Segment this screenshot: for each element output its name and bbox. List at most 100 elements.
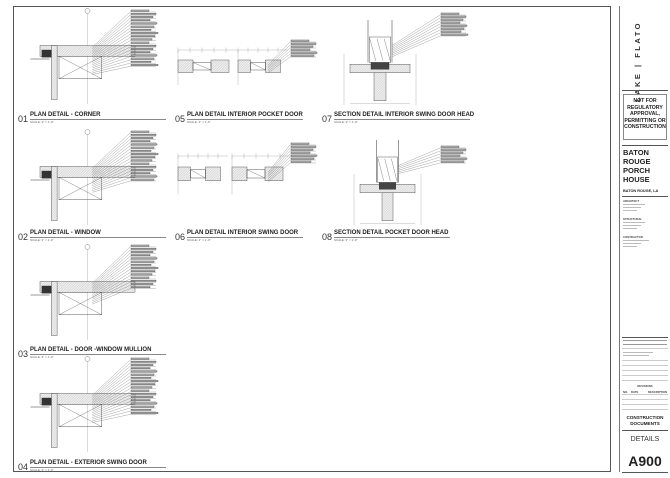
leader-line [92,142,131,174]
leader-line [92,395,131,414]
detail-title-04: 04 PLAN DETAIL - EXTERIOR SWING DOOR SCA… [18,460,168,474]
hatch-line [76,45,88,57]
hatch-line [51,188,58,195]
title-rule [30,467,166,468]
drawing-rect [58,292,102,315]
hatch-line [39,281,46,287]
rev-col-description: DESCRIPTION [648,390,668,394]
leader-line [92,404,131,418]
note-text [130,133,157,136]
note-text [130,25,155,28]
hatch-line [51,183,58,190]
hatch-line [51,205,58,212]
leader-line [267,150,291,176]
hatch-line [81,45,93,57]
grid-bubble [84,356,91,362]
hatch-line [231,166,238,173]
hatch-line [106,393,118,405]
text-line [623,207,641,208]
divider [622,365,668,366]
title-rule [30,237,166,238]
hatch-line [373,75,387,88]
hatch-line [101,166,113,178]
grid-bubble [84,129,91,135]
leader-line [267,144,291,173]
hatch-line [215,59,229,73]
hatch-line [51,290,58,297]
hatch-line [106,45,118,57]
note-text [130,140,151,143]
hatch-line [281,178,284,181]
note-text [440,160,465,163]
hatch-area [177,59,194,73]
drawing-rect [58,56,102,79]
text-line [623,225,641,226]
title-rule [30,354,166,355]
hatch-line [228,71,230,73]
drawing-rect [190,169,206,179]
hatch-line [264,166,271,173]
note-text [440,148,467,151]
leader-line [398,156,441,171]
hatch-line [51,415,58,422]
hatch-line [211,171,221,181]
leader-line [391,29,441,54]
hatch-line [265,59,269,63]
hatch-line [51,203,58,210]
hatch-line [375,90,387,101]
frame-section [41,397,52,406]
note-text [130,367,151,370]
hatch-line [180,59,194,73]
leader-line [92,256,131,289]
hatch-line [51,402,58,409]
leader-line [92,171,131,188]
hatch-line [54,97,58,100]
hatch-line [134,291,136,293]
note-text [440,18,464,21]
detail-scale: SCALE: 3" = 1'-0" [30,120,54,124]
hatch-line [51,62,58,69]
grid-bubble [84,8,91,14]
hatch-line [245,67,251,73]
hatch-line [273,171,284,181]
detail-number: 05 [175,114,186,124]
hatch-line [101,45,113,57]
sheet-title: DETAILS [630,436,660,443]
note-text [290,39,310,42]
leader-line [398,150,441,168]
leader-line [92,382,131,407]
note-text [130,61,152,63]
hatch-line [386,214,394,221]
note-text [130,172,151,175]
hatch-line [51,168,58,175]
text-line [623,210,637,211]
note-text [130,264,152,266]
hatch-area [205,166,221,181]
hatch-line [84,166,96,178]
hatch-line [51,208,58,215]
hatch-line [181,171,191,181]
hatch-line [79,45,91,57]
title-rule [334,237,450,238]
hatch-line [52,330,58,336]
hatch-line [223,66,230,73]
note-text [440,27,465,30]
drawing-line [192,62,212,71]
note-text [130,19,151,22]
hatch-line [51,180,58,187]
text-line [623,243,641,244]
leader-line [92,414,131,423]
leader-line [92,177,131,191]
frame-section [379,182,396,190]
detail-name: PLAN DETAIL - DOOR -WINDOW MULLION [30,347,152,353]
leader-line [92,145,131,175]
hatch-line [265,59,279,73]
hatch-line [177,166,181,170]
drawing-line [384,38,391,61]
revisions-label: REVISIONS [637,384,653,388]
hatch-line [51,64,58,71]
hatch-line [391,219,394,221]
note-text [290,48,311,51]
hatch-line [86,393,98,405]
hatch-line [51,315,58,322]
